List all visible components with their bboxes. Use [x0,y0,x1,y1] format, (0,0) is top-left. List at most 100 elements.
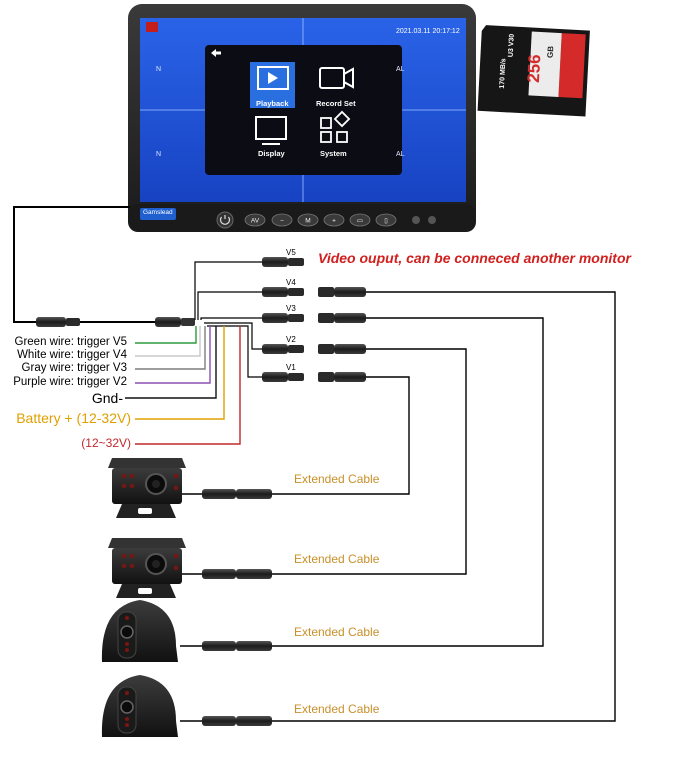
cable-label-2: Extended Cable [294,552,380,566]
camera-4 [101,675,272,737]
camera-lens [120,625,134,639]
wire-label-battery: Battery + (12-32V) [16,410,131,426]
wire-label-ground: Gnd- [91,390,123,406]
monitor-plug-tip [66,318,80,326]
monitor-button-6[interactable]: ▯ [375,213,397,227]
monitor-button-2[interactable]: − [271,213,293,227]
monitor-button-4[interactable]: + [323,213,345,227]
cable-v4 [272,291,616,722]
record-indicator-icon [146,22,158,32]
wire-battery [135,326,225,420]
light-sensor [428,216,436,224]
monitor-button-1[interactable]: AV [244,213,266,227]
channel-plug-v3 [262,313,304,323]
menu-item-display[interactable]: Display [258,149,285,158]
menu-item-record-set[interactable]: Record Set [316,99,356,108]
playback-icon[interactable] [257,66,289,90]
channel-label-v1: V1 [286,363,296,372]
monitor-button-label: AV [251,218,260,225]
camera-plug [202,716,236,726]
menu-item-system[interactable]: System [320,149,347,158]
channel-plug-v2 [262,344,304,354]
monitor-plug [36,317,66,327]
quad-label-bottom-left: N [156,151,162,158]
back-arrow-icon[interactable] [211,49,221,57]
camera-2 [108,538,272,598]
wire-white [135,326,201,357]
channel-connectors [262,257,366,382]
sd-card-stripe [558,33,586,99]
lead-v3 [200,317,262,320]
wiring [13,206,616,722]
quad-label-top-left: N [156,66,162,73]
wire-purple [135,326,211,384]
brand-badge [140,208,176,220]
wire-label-gray: Gray wire: trigger V3 [21,362,127,374]
channel-mate-v4 [318,287,366,297]
monitor: AV − M + ▭ ▯ [128,4,476,232]
channel-label-v4: V4 [286,278,296,287]
monitor-button-label: ▯ [384,218,388,225]
brand-name: Gamslead [143,209,173,216]
control-buttons: AV − M + ▭ ▯ [244,213,397,227]
camera-visor [108,458,186,468]
power-icon [219,215,231,225]
sd-card-label [528,31,562,98]
channel-plug-v1 [262,372,304,382]
quad-label-bottom-right: AL [396,151,405,158]
monitor-button-3[interactable]: M [297,213,319,227]
menu-item-playback[interactable]: Playback [256,99,289,108]
system-icon[interactable] [320,110,351,143]
lead-v5 [194,261,262,320]
cable-plug [236,641,272,651]
camera-body [101,600,178,662]
channel-label-v2: V2 [286,335,296,344]
display-icon[interactable] [255,116,287,145]
monitor-button-label: M [305,218,310,225]
lead-v1 [207,325,262,378]
camera-plug [202,569,236,579]
cable-v1 [272,376,410,495]
video-output-note: Video ouput, can be conneced another mon… [318,250,631,266]
channel-label-v3: V3 [286,304,296,313]
camera-visor [108,538,186,548]
cameras [101,458,272,737]
cable-plug [236,489,272,499]
wire-label-purple: Purple wire: trigger V2 [13,376,127,388]
sd-unit: GB [545,45,556,59]
wire-acc [135,326,241,445]
channel-label-v5: V5 [286,248,296,257]
cable-label-1: Extended Cable [294,472,380,486]
camera-1 [108,458,272,518]
cable-v3 [272,317,544,647]
menu-panel [205,45,402,175]
cable-plug [236,716,272,726]
monitor-button-5[interactable]: ▭ [349,213,371,227]
channel-plug-v5 [262,257,304,267]
camera-body [101,675,178,737]
monitor-button-label: − [280,218,284,225]
monitor-button-label: + [332,218,336,225]
camera-plug [202,489,236,499]
lead-v4 [197,291,262,320]
wire-label-acc: (12~32V) [81,436,131,450]
camera-plug [202,641,236,651]
harness-body [181,318,195,326]
cable-label-3: Extended Cable [294,625,380,639]
sd-card [477,25,590,117]
wire-label-white: White wire: trigger V4 [17,349,127,361]
screen-datetime: 2021.03.11 20:17:12 [396,28,460,35]
cable-label-4: Extended Cable [294,702,380,716]
wire-ground [125,326,217,399]
channel-plug-v4 [262,287,304,297]
camera-lens [120,700,134,714]
sd-capacity: 256 [523,53,545,84]
video-camera-icon[interactable] [319,67,354,89]
monitor-button-label: ▭ [357,218,363,225]
wire-label-green: Green wire: trigger V5 [14,336,128,348]
channel-mate-v2 [318,344,366,354]
power-button[interactable] [216,211,234,229]
sd-class-marks: U3 V30 [507,33,516,58]
